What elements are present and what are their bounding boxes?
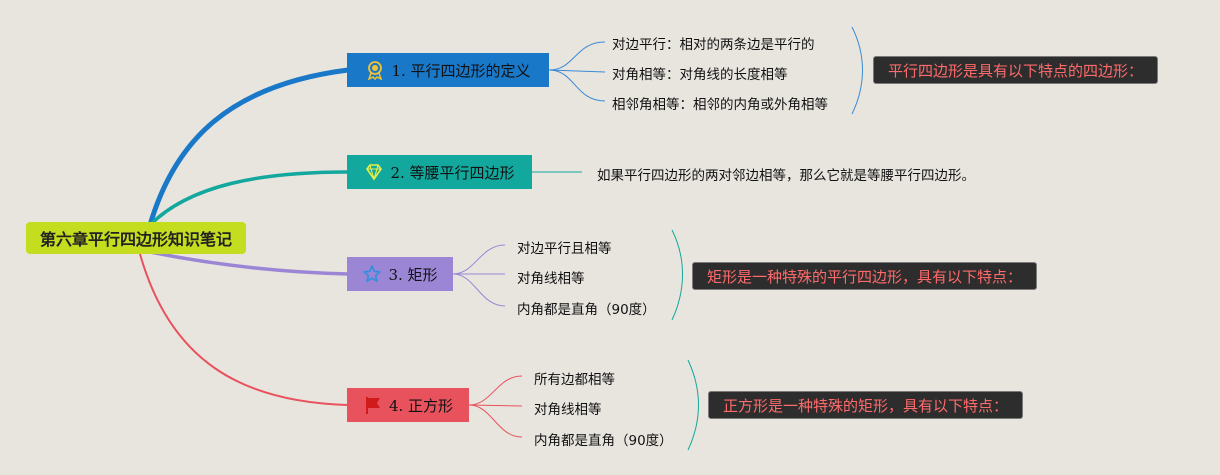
flag-icon bbox=[363, 395, 383, 415]
summary-note: 平行四边形是具有以下特点的四边形： bbox=[873, 56, 1159, 84]
branch-label: 3. 矩形 bbox=[388, 265, 438, 284]
link-root-branch-1 bbox=[147, 67, 349, 226]
branch-isosceles-parallelogram[interactable]: 2. 等腰平行四边形 bbox=[347, 155, 532, 189]
branch-label: 1. 平行四边形的定义 bbox=[391, 61, 531, 80]
list-item: 如果平行四边形的两对邻边相等，那么它就是等腰平行四边形。 bbox=[597, 168, 975, 184]
list-item: 对角线相等 bbox=[534, 402, 602, 418]
summary-bracket-1 bbox=[851, 26, 863, 115]
list-item: 对边平行且相等 bbox=[517, 241, 612, 257]
summary-note: 正方形是一种特殊的矩形，具有以下特点： bbox=[708, 391, 1024, 419]
branch-definition[interactable]: 1. 平行四边形的定义 bbox=[347, 53, 549, 87]
diamond-icon bbox=[364, 162, 384, 182]
list-item: 相邻角相等：相邻的内角或外角相等 bbox=[612, 97, 828, 113]
star-icon bbox=[362, 264, 382, 284]
list-item: 对角线相等 bbox=[517, 271, 585, 287]
branch-square[interactable]: 4. 正方形 bbox=[347, 388, 469, 422]
list-item: 所有边都相等 bbox=[534, 372, 615, 388]
branch-rectangle[interactable]: 3. 矩形 bbox=[347, 257, 453, 291]
branch-label: 4. 正方形 bbox=[388, 396, 454, 415]
summary-bracket-4 bbox=[687, 359, 699, 451]
link-root-branch-4 bbox=[139, 253, 349, 406]
root-topic[interactable]: 第六章平行四边形知识笔记 bbox=[26, 222, 246, 254]
list-item: 内角都是直角（90度） bbox=[517, 302, 656, 318]
link-root-branch-2 bbox=[148, 170, 349, 227]
branch-label: 2. 等腰平行四边形 bbox=[390, 163, 515, 182]
summary-bracket-3 bbox=[671, 229, 683, 321]
list-item: 对角相等：对角线的长度相等 bbox=[612, 67, 788, 83]
summary-note: 矩形是一种特殊的平行四边形，具有以下特点： bbox=[692, 262, 1038, 290]
award-ribbon-icon bbox=[365, 60, 385, 80]
list-item: 内角都是直角（90度） bbox=[534, 433, 673, 449]
link-root-branch-3 bbox=[149, 250, 349, 276]
list-item: 对边平行：相对的两条边是平行的 bbox=[612, 37, 815, 53]
